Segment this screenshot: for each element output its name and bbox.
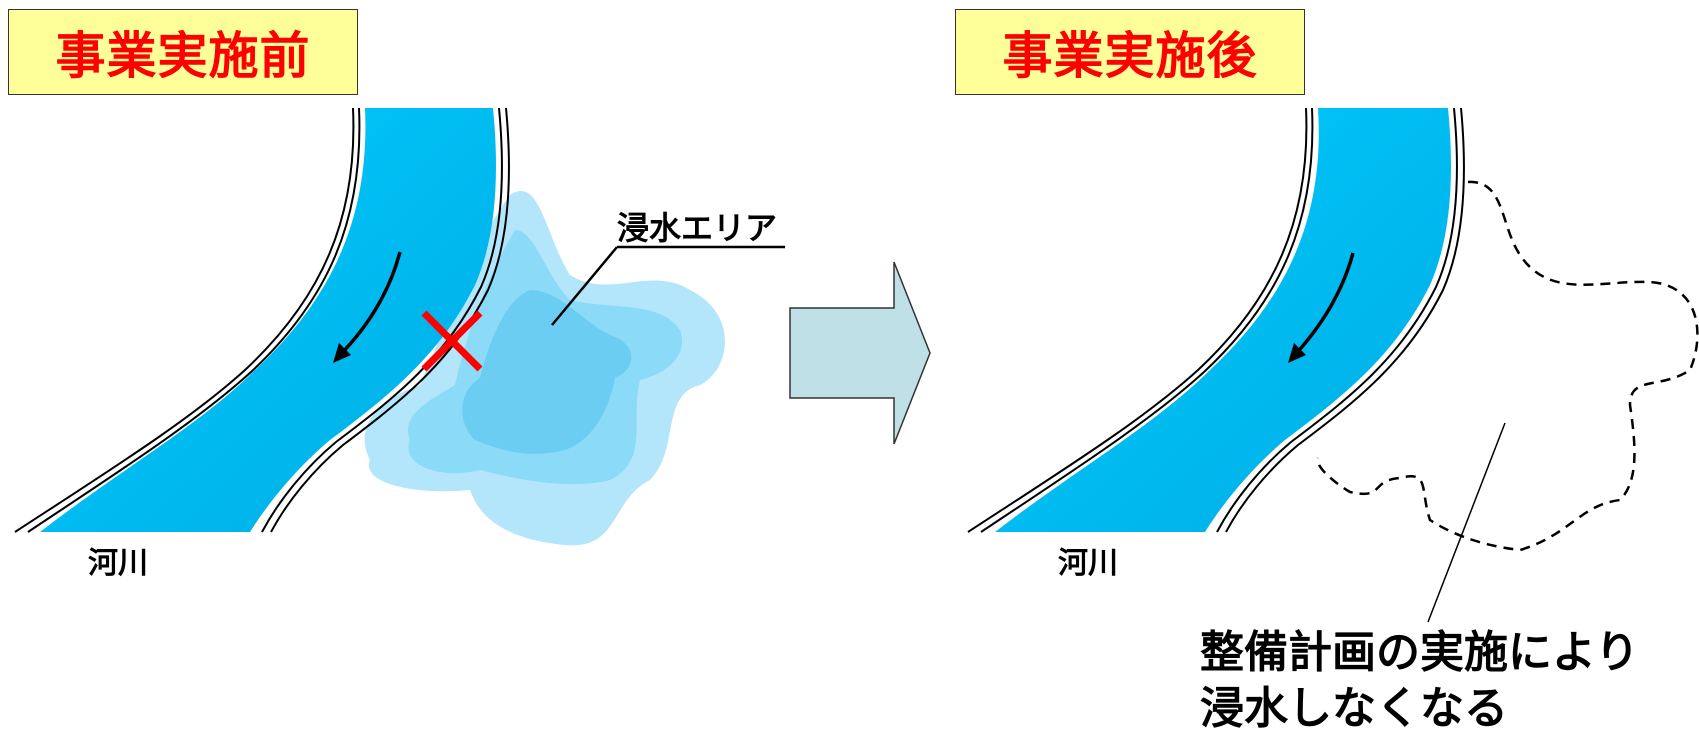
- result-leader-line: [1427, 422, 1506, 623]
- result-annotation: 整備計画の実施により 浸水しなくなる: [1200, 625, 1639, 737]
- river-after: [967, 107, 1465, 533]
- result-line-1: 整備計画の実施により: [1200, 627, 1640, 678]
- river-label-after: 河川: [1058, 546, 1118, 581]
- transition-arrow: [789, 261, 931, 445]
- flood-label-leader: [551, 245, 785, 326]
- before-title: 事業実施前: [8, 9, 358, 95]
- former-flood-outline: [1316, 180, 1699, 552]
- breach-x-mark: [421, 310, 483, 372]
- flood-area-label: 浸水エリア: [617, 209, 778, 247]
- flood-area: [364, 191, 725, 546]
- river-label-before: 河川: [88, 546, 148, 581]
- after-title: 事業実施後: [955, 9, 1305, 95]
- result-line-2: 浸水しなくなる: [1200, 683, 1508, 734]
